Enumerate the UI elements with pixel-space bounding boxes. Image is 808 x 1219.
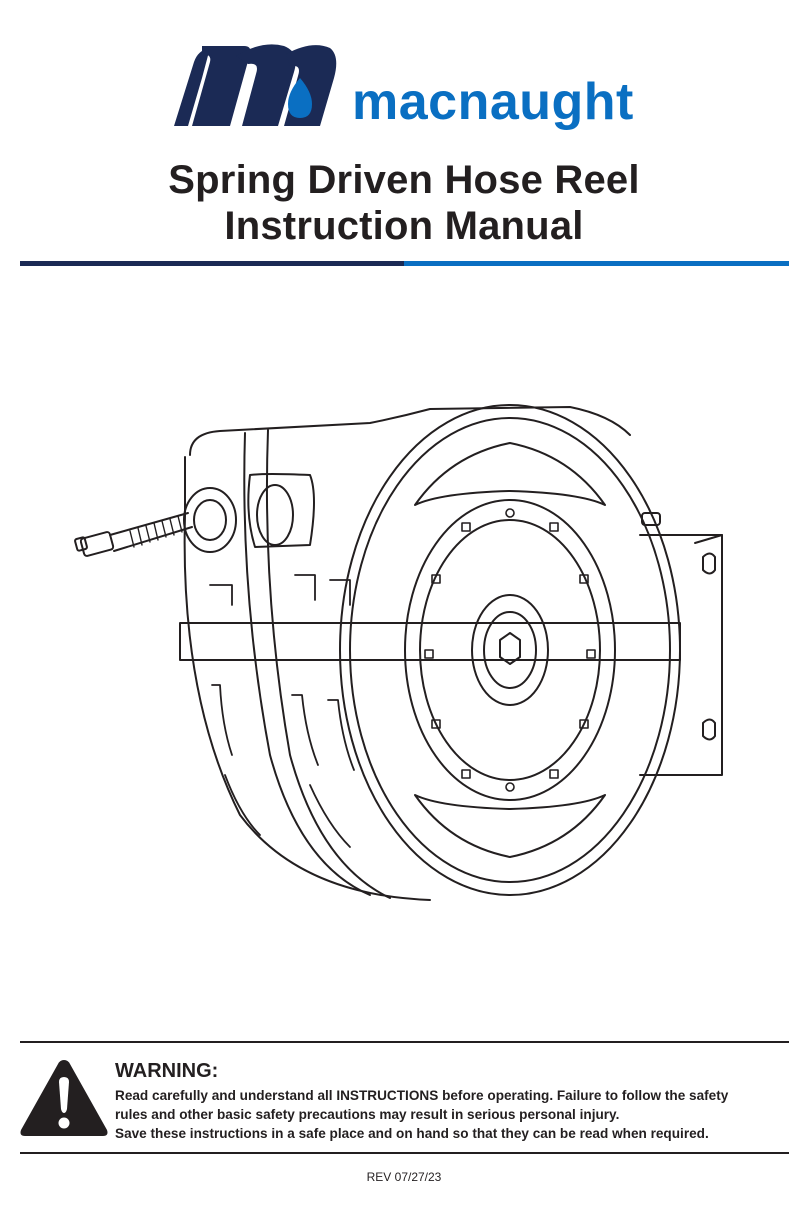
brand-name: macnaught bbox=[352, 73, 634, 131]
warning-triangle-icon bbox=[20, 1060, 108, 1136]
warning-top-rule bbox=[20, 1041, 789, 1043]
revision-label: REV 07/27/23 bbox=[366, 1170, 442, 1184]
divider-right-segment bbox=[404, 261, 789, 266]
macnaught-m-logo-icon bbox=[174, 44, 337, 127]
hose-reel-illustration bbox=[74, 404, 723, 901]
warning-line: rules and other basic safety precautions… bbox=[115, 1107, 620, 1122]
warning-line: Read carefully and understand all INSTRU… bbox=[115, 1088, 729, 1103]
header-divider bbox=[20, 261, 789, 266]
document-title: Spring Driven Hose Reel bbox=[168, 158, 640, 202]
warning-line: Save these instructions in a safe place … bbox=[115, 1126, 709, 1141]
warning-body: Read carefully and understand all INSTRU… bbox=[115, 1086, 805, 1143]
divider-left-segment bbox=[20, 261, 404, 266]
warning-heading: WARNING: bbox=[115, 1060, 219, 1082]
warning-bottom-rule bbox=[20, 1152, 789, 1154]
document-subtitle: Instruction Manual bbox=[224, 204, 584, 248]
